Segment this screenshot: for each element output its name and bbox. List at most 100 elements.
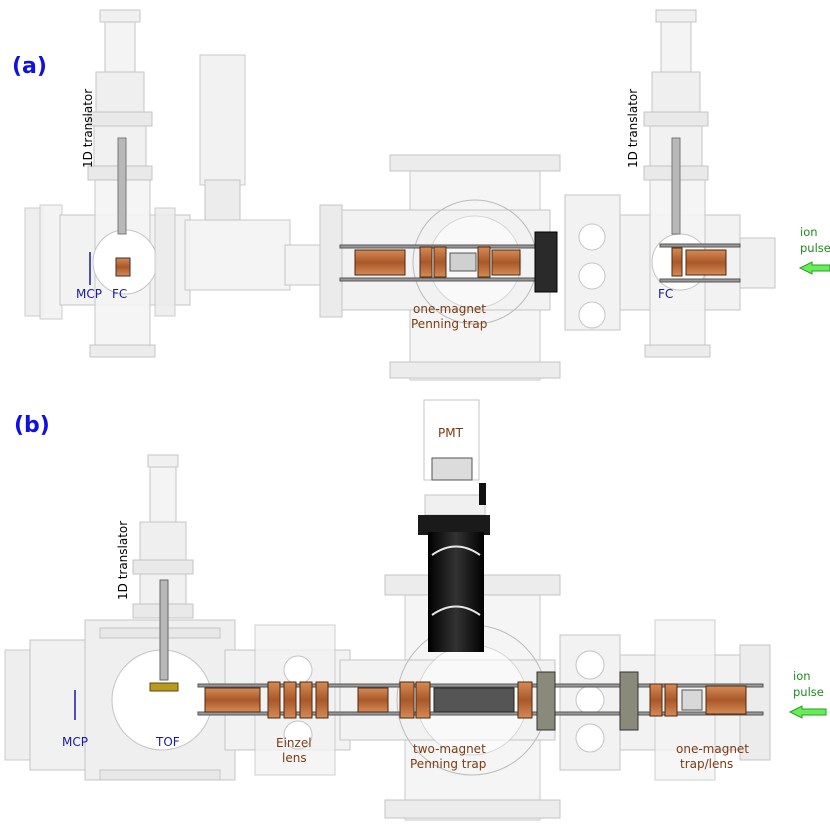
pmt-collar	[418, 515, 490, 535]
ion-arrow-b	[788, 705, 827, 719]
trap2-label-line2: Penning trap	[410, 757, 486, 771]
translator-bellows	[139, 521, 187, 561]
flange	[644, 344, 711, 358]
einzel-ring	[315, 681, 329, 719]
trap-core	[449, 252, 477, 272]
translator-rod	[671, 137, 681, 235]
translator-label-left: 1D translator	[81, 89, 95, 168]
einzel-label-line1: Einzel	[276, 736, 312, 750]
flange	[389, 361, 561, 379]
connector	[184, 219, 291, 291]
translator-knob	[99, 9, 141, 23]
beam-inlet	[739, 237, 776, 289]
port	[578, 301, 606, 329]
electrode	[354, 249, 406, 276]
flange	[29, 639, 91, 771]
flange	[89, 344, 156, 358]
panel-b-label: (b)	[14, 413, 50, 438]
electrode	[204, 687, 261, 713]
rail	[197, 683, 764, 688]
port	[283, 720, 313, 750]
magnet-ring	[649, 683, 663, 717]
ion-label-b-line2: pulse	[793, 685, 824, 699]
flange	[39, 204, 63, 320]
mcp-label-a: MCP	[76, 287, 102, 301]
port	[575, 723, 605, 753]
trap-label-a-line2: Penning trap	[411, 317, 487, 331]
flange	[389, 154, 561, 172]
panel-a-internals	[89, 231, 830, 293]
rail	[659, 243, 741, 248]
pmt-label: PMT	[438, 426, 464, 440]
translator-knob	[655, 9, 697, 23]
pmt-lens	[431, 605, 481, 616]
translator-label-right: 1D translator	[626, 89, 640, 168]
mcp-label-b: MCP	[62, 735, 88, 749]
flange	[99, 769, 221, 781]
flange	[319, 204, 343, 318]
tof-label: TOF	[155, 735, 180, 749]
trap-core	[433, 687, 515, 713]
valve-stem	[204, 179, 241, 221]
ion-label-b-line1: ion	[793, 669, 811, 683]
electrode	[705, 685, 747, 715]
magnet-ring	[399, 681, 415, 719]
trap2-label-line1: two-magnet	[413, 742, 486, 756]
translator-bellows	[95, 71, 145, 113]
einzel-ring	[283, 681, 297, 719]
flange	[87, 111, 153, 127]
magnet-ring	[517, 681, 533, 719]
electrode	[491, 249, 521, 276]
tube	[284, 244, 326, 286]
pmt-handle	[479, 483, 486, 505]
rail	[339, 244, 556, 249]
trap-label-a-line1: one-magnet	[413, 302, 486, 316]
einzel-label-line2: lens	[282, 751, 307, 765]
magnet-ring	[415, 681, 431, 719]
ion-arrow-a	[798, 261, 830, 275]
translator-label-b: 1D translator	[116, 521, 130, 600]
fc-label-left: FC	[112, 287, 127, 301]
translator-rod	[159, 579, 169, 681]
translator-bellows	[651, 71, 701, 113]
einzel-ring	[267, 681, 281, 719]
panel-a-label: (a)	[12, 54, 47, 79]
pmt-head	[431, 457, 473, 481]
magnet-ring	[664, 683, 678, 717]
ion-label-a-line2: pulse	[800, 241, 830, 255]
ion-label-a-line1: ion	[800, 225, 818, 239]
port	[578, 262, 606, 290]
pmt-mount	[424, 494, 486, 516]
einzel-ring	[299, 681, 313, 719]
magnet-ring	[477, 246, 491, 278]
flange	[154, 207, 176, 317]
dark-flange	[534, 231, 558, 293]
trap1-label-line1: one-magnet	[676, 742, 749, 756]
flange	[384, 799, 561, 819]
rail	[659, 278, 741, 283]
translator-body	[104, 21, 136, 73]
gray-flange	[619, 671, 639, 731]
tof-element	[149, 682, 179, 692]
pmt-tube	[428, 532, 484, 652]
magnet-ring	[419, 246, 433, 278]
translator-body	[149, 466, 177, 523]
trap-core	[681, 689, 703, 711]
port	[575, 650, 605, 680]
trap1-label-line2: trap/lens	[680, 757, 733, 771]
translator-body	[660, 21, 692, 73]
translator-rod	[117, 137, 127, 235]
panel-b	[4, 399, 771, 821]
magnet-ring	[433, 246, 447, 278]
gray-flange	[536, 671, 556, 731]
port	[283, 655, 313, 685]
faraday-cup	[115, 257, 131, 277]
flange	[132, 559, 194, 575]
electrode	[685, 249, 727, 276]
port	[578, 223, 606, 251]
translator-knob	[147, 454, 179, 468]
rail	[339, 277, 556, 282]
panel-a	[24, 9, 776, 381]
pmt-lens	[431, 545, 481, 556]
